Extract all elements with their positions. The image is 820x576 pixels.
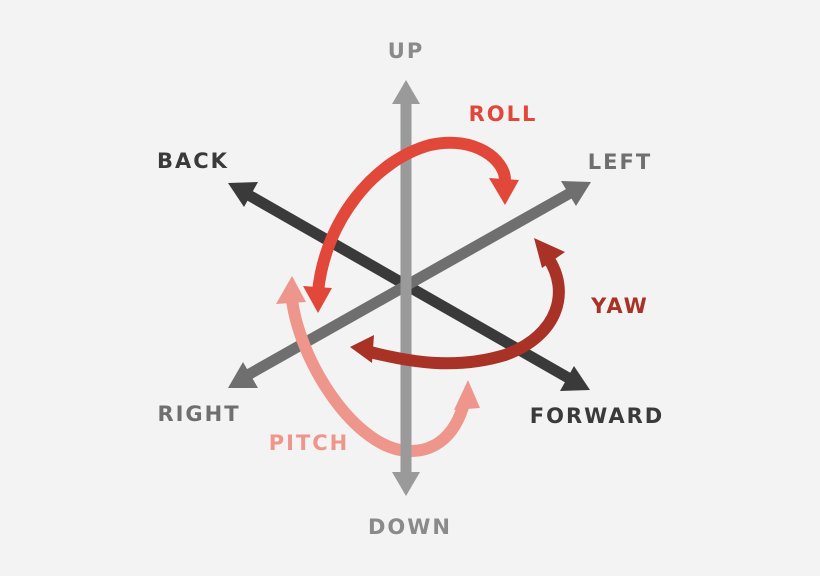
roll-arrow (303, 136, 519, 313)
yaw-arrowhead-left (350, 335, 374, 363)
right-arrowhead (228, 362, 258, 388)
label-yaw: YAW (590, 294, 649, 318)
pitch-arrow (276, 276, 480, 457)
label-right: RIGHT (157, 402, 240, 426)
forward-arrowhead (560, 366, 590, 391)
roll-arrowhead-bottom (303, 286, 332, 313)
back-arrowhead (228, 182, 258, 207)
up-arrowhead (392, 80, 420, 104)
roll-arrowhead-top (489, 178, 519, 205)
label-down: DOWN (368, 515, 452, 539)
label-roll: ROLL (469, 102, 538, 126)
label-pitch: PITCH (269, 431, 350, 455)
label-up: UP (388, 39, 424, 63)
pitch-arrowhead-left (276, 276, 306, 304)
down-arrowhead (392, 472, 420, 496)
label-left: LEFT (588, 150, 652, 174)
yaw-arrowhead-top (534, 238, 565, 268)
label-forward: FORWARD (530, 404, 664, 428)
label-back: BACK (157, 149, 229, 173)
pitch-arrowhead-right (454, 380, 480, 410)
left-arrowhead (561, 181, 591, 206)
vertical-axis (392, 80, 420, 496)
yaw-arrow (350, 238, 565, 370)
